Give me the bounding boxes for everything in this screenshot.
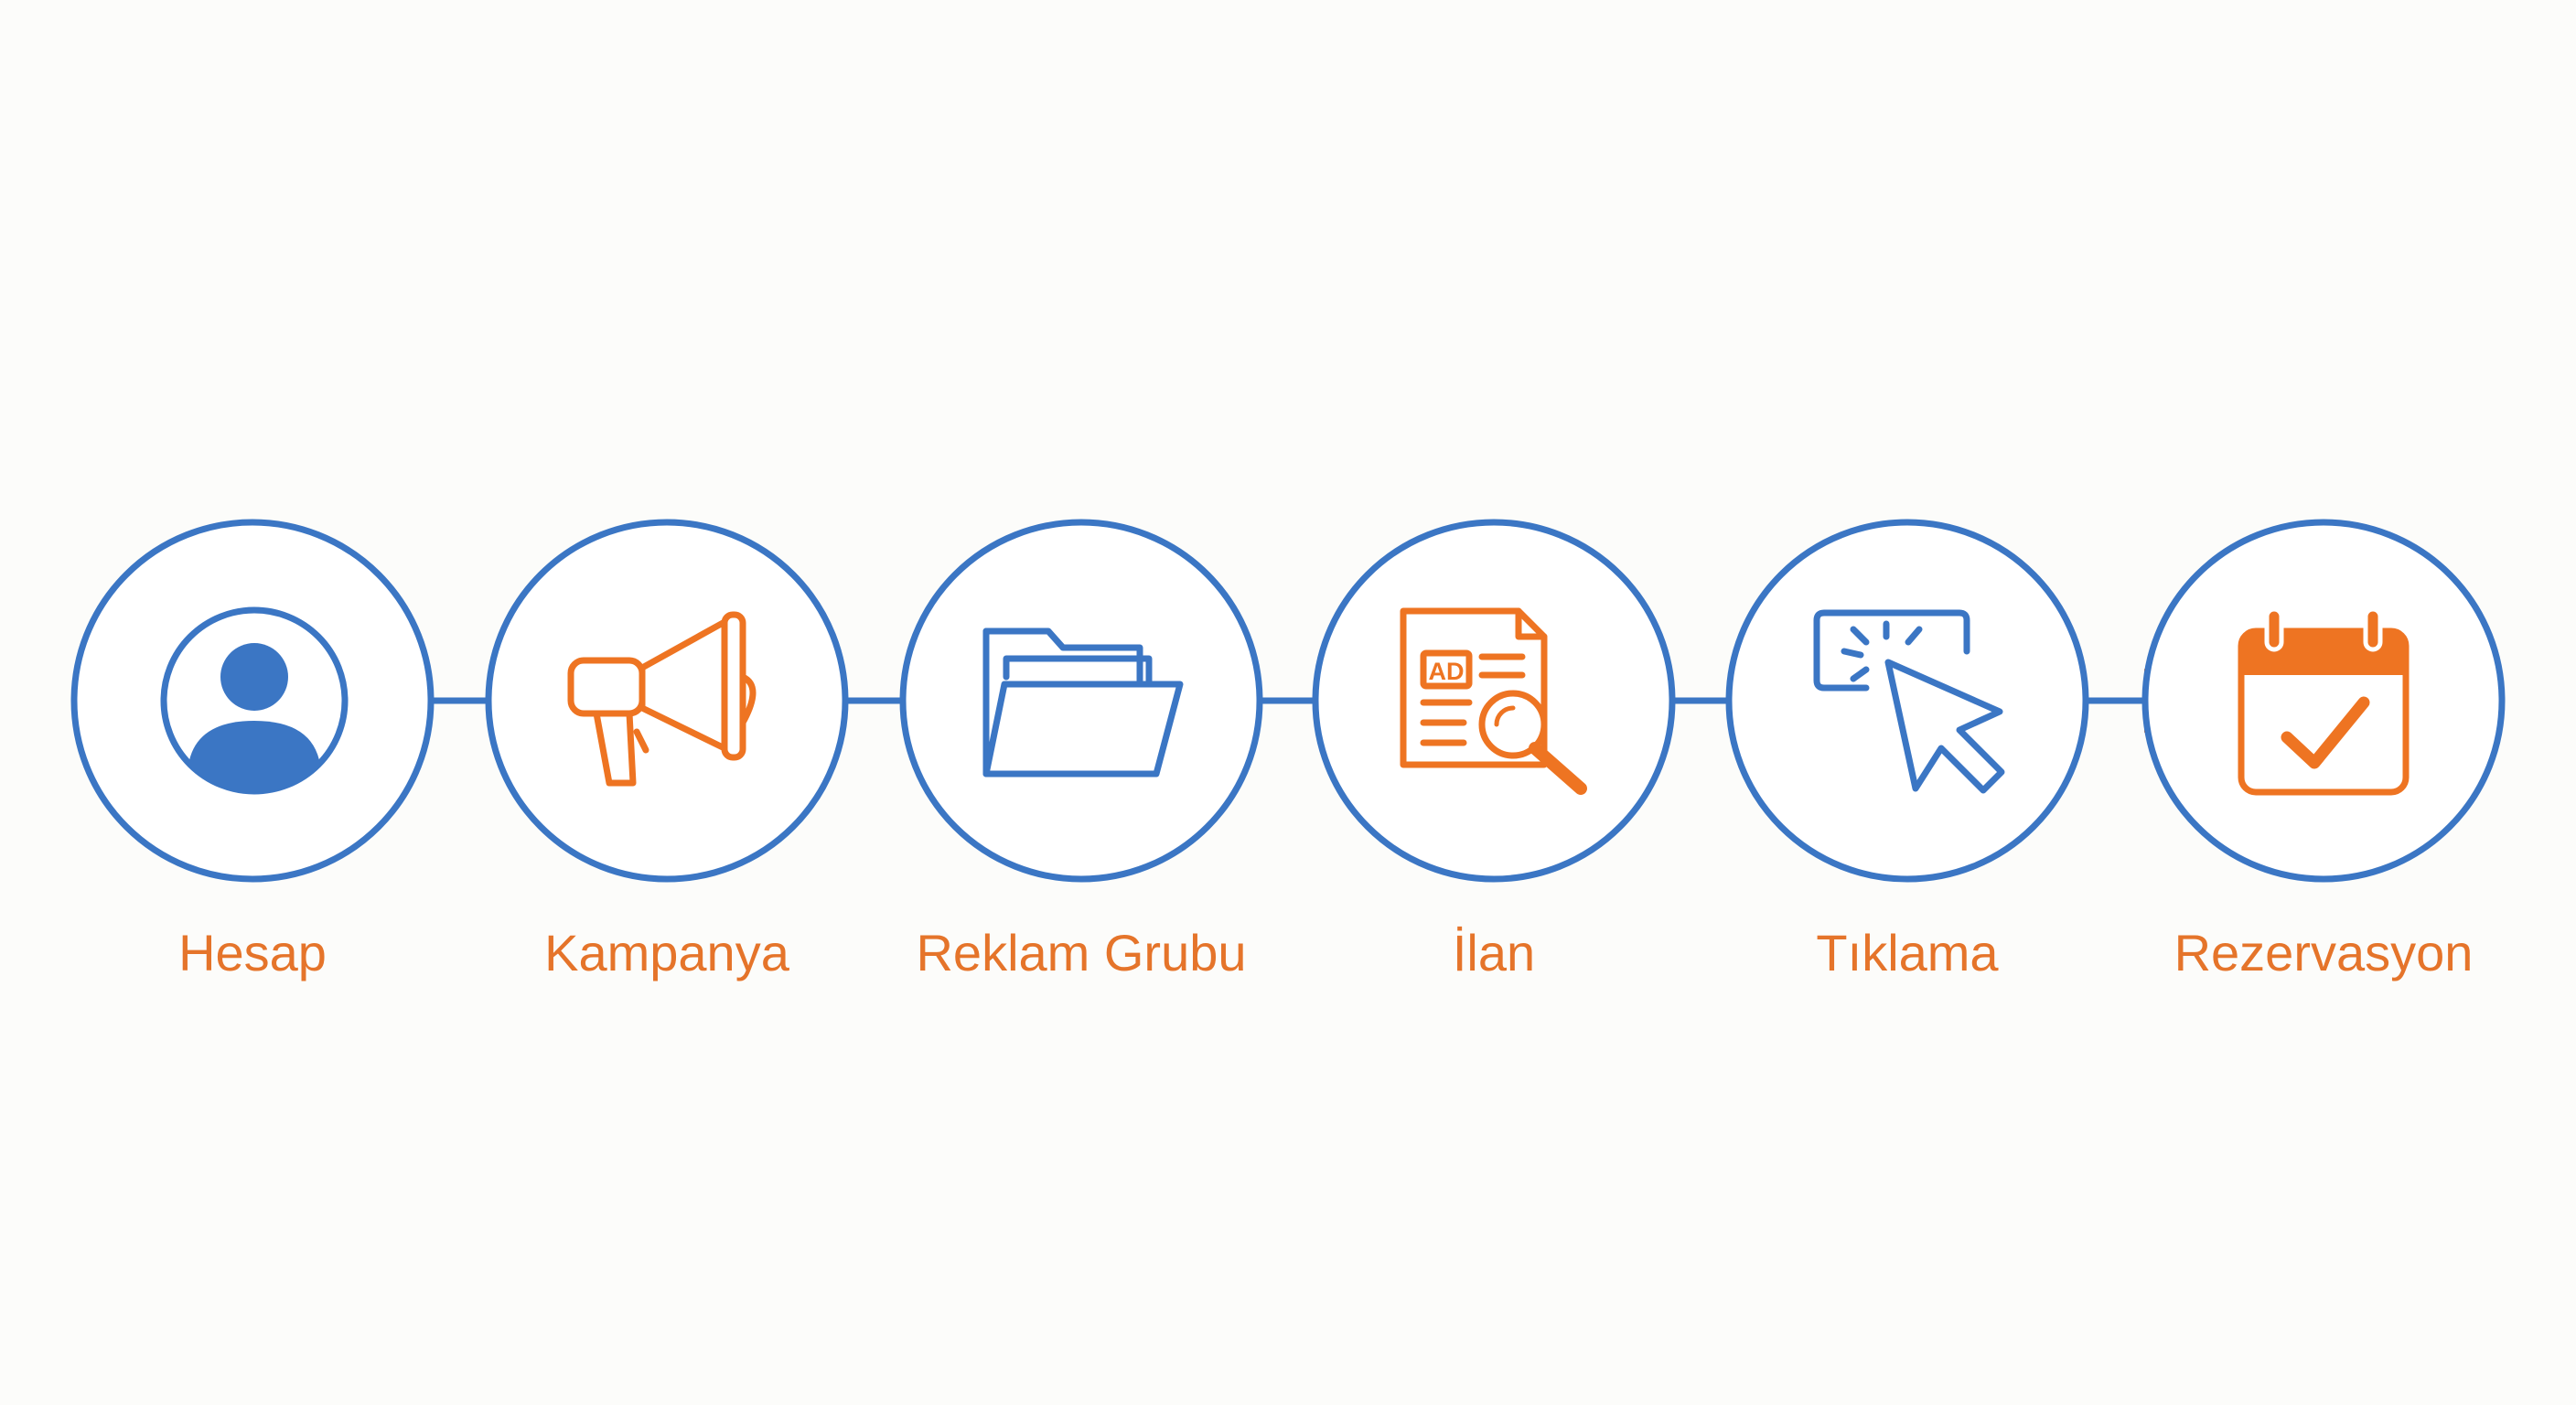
user-avatar-icon [160,606,349,795]
step-label: Kampanya [544,924,790,981]
step-circle [485,519,849,883]
step-label: Hesap [178,924,327,981]
step-circle [1725,519,2089,883]
step-circle [899,519,1263,883]
step-rezervasyon: Rezervasyon [2141,519,2506,981]
step-label: Reklam Grubu [916,924,1246,981]
ad-document-search-icon: AD [1400,607,1587,795]
ad-badge-text: AD [1429,658,1465,685]
megaphone-icon [567,611,757,787]
step-tiklama: Tıklama [1725,519,2089,981]
folder-icon [982,627,1184,778]
step-label: Rezervasyon [2174,924,2474,981]
step-kampanya: Kampanya [485,519,849,981]
calendar-check-icon [2238,606,2410,796]
step-circle [2141,519,2506,883]
step-ilan: AD İlan [1312,519,1676,981]
step-label: İlan [1453,924,1535,981]
step-hesap: Hesap [70,519,435,981]
step-label: Tıklama [1816,924,1999,981]
step-reklam-grubu: Reklam Grubu [899,519,1263,981]
click-cursor-icon [1813,609,2005,794]
